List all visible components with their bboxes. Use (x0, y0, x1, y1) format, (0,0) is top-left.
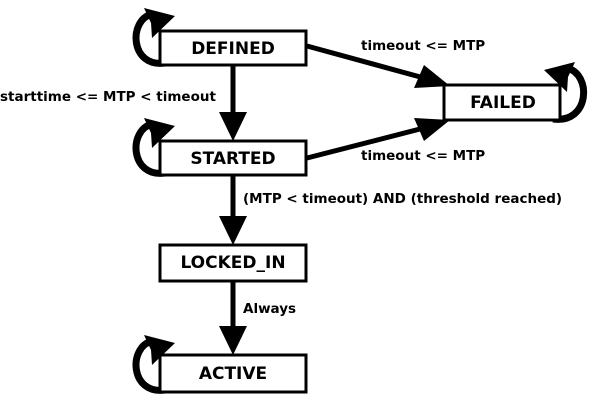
transition-defined-self (132, 8, 175, 67)
edge-label-started-to-locked-in: (MTP < timeout) AND (threshold reached) (243, 191, 562, 207)
transition-locked-in-to-active (219, 281, 247, 355)
transition-failed-self (544, 62, 588, 123)
defined-self-loop-path (132, 10, 166, 67)
state-started-label: STARTED (190, 149, 275, 169)
edge-label-started-to-failed: timeout <= MTP (361, 148, 485, 164)
defined-to-started-arrowhead (219, 112, 247, 141)
state-active-rect[interactable] (158, 353, 308, 394)
state-locked-in[interactable]: LOCKED_IN (158, 243, 308, 283)
state-started-rect[interactable] (158, 139, 308, 177)
defined-to-failed-arrowhead (414, 65, 450, 88)
state-failed[interactable]: FAILED (442, 83, 562, 122)
failed-self-loop-path (552, 64, 588, 123)
started-to-failed-arrowhead (414, 118, 450, 141)
transition-defined-to-failed (306, 43, 450, 88)
state-active-label: ACTIVE (199, 364, 267, 384)
edge-label-locked-in-to-active: Always (243, 301, 296, 317)
state-locked-in-rect[interactable] (158, 243, 308, 283)
transition-defined-to-started (219, 65, 247, 141)
active-self-loop-arrowhead (144, 335, 175, 365)
defined-to-failed-line (306, 43, 425, 81)
transition-started-to-failed (306, 118, 450, 161)
transition-started-self (132, 118, 175, 177)
started-self-loop-path (132, 120, 166, 177)
state-failed-rect[interactable] (442, 83, 562, 122)
started-self-loop-arrowhead (144, 118, 175, 148)
started-to-locked-in-arrowhead (219, 216, 247, 245)
defined-self-loop-arrowhead (144, 8, 175, 38)
state-defined-rect[interactable] (158, 29, 308, 67)
state-locked-in-label: LOCKED_IN (180, 253, 285, 273)
edge-label-defined-to-failed: timeout <= MTP (361, 38, 485, 54)
state-started[interactable]: STARTED (158, 139, 308, 177)
active-self-loop-path (132, 337, 166, 394)
edge-label-defined-to-started: starttime <= MTP < timeout (0, 89, 216, 105)
state-defined-label: DEFINED (191, 39, 275, 59)
transition-active-self (132, 335, 175, 394)
started-to-failed-line (306, 125, 425, 161)
state-defined[interactable]: DEFINED (158, 29, 308, 67)
transition-started-to-locked-in (219, 175, 247, 245)
locked-in-to-active-arrowhead (219, 326, 247, 355)
state-active[interactable]: ACTIVE (158, 353, 308, 394)
failed-self-loop-arrowhead (544, 62, 575, 92)
state-failed-label: FAILED (470, 93, 536, 113)
